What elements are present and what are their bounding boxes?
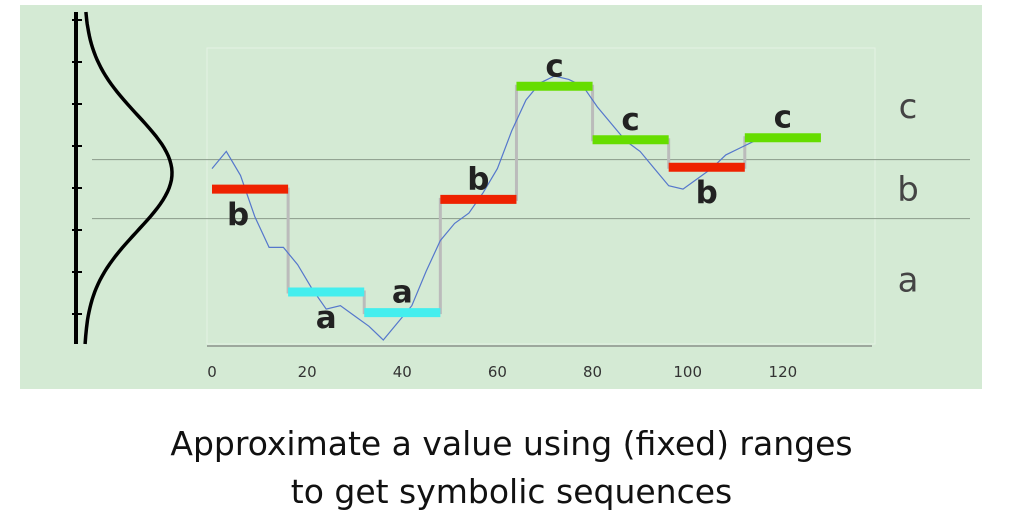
caption-line-1: Approximate a value using (fixed) ranges — [170, 424, 853, 463]
x-tick-label-20: 20 — [298, 363, 317, 381]
segment-label-1: b — [227, 197, 249, 233]
gaussian-curve — [83, 11, 174, 345]
segment-label-7: b — [696, 175, 718, 211]
segment-label-6: c — [621, 102, 639, 138]
segment-label-3: a — [392, 275, 413, 311]
x-tick-label-120: 120 — [769, 363, 798, 381]
x-tick-label-80: 80 — [583, 363, 602, 381]
segment-label-4: b — [467, 161, 489, 197]
segment-label-2: a — [316, 300, 337, 336]
caption-line-2: to get symbolic sequences — [290, 472, 733, 511]
plot-frame — [206, 47, 876, 345]
segment-label-5: c — [545, 48, 563, 84]
x-tick-label-0: 0 — [207, 363, 217, 381]
band-label-a: a — [898, 260, 919, 300]
x-tick-label-60: 60 — [488, 363, 507, 381]
plot-area: a b c 0 20 40 60 80 100 120 b a a b c c b c — [72, 11, 970, 381]
band-label-b: b — [897, 170, 919, 210]
segment-label-8: c — [774, 100, 792, 136]
x-tick-label-40: 40 — [393, 363, 412, 381]
x-tick-label-100: 100 — [673, 363, 702, 381]
band-label-c: c — [899, 87, 918, 127]
